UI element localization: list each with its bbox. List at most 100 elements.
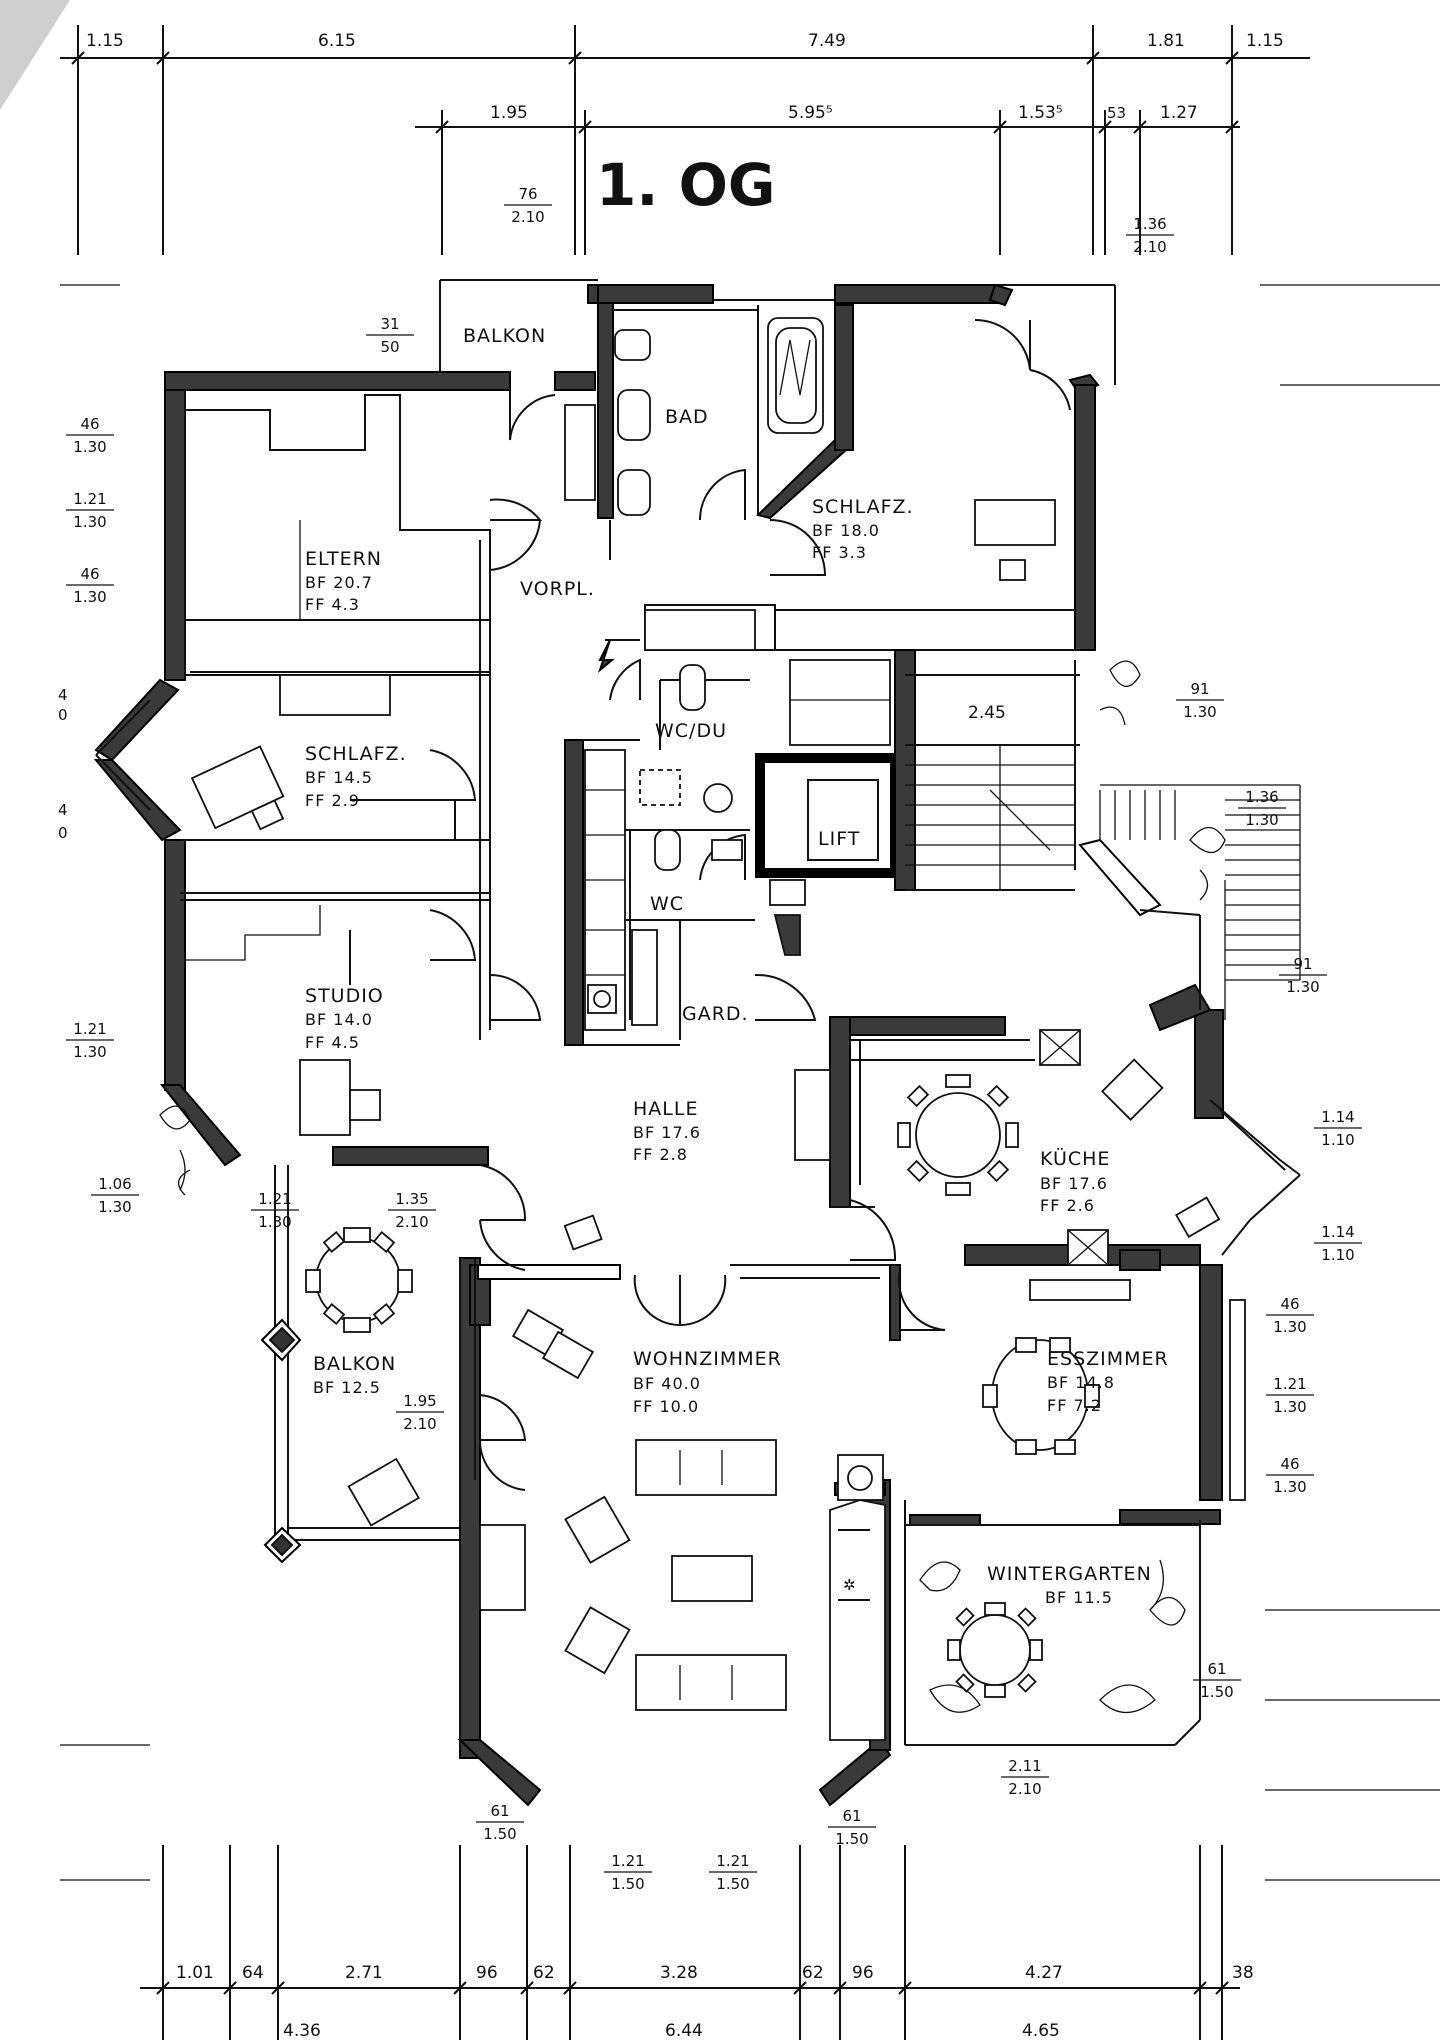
- window-label-bottom: 1.30: [1286, 978, 1319, 996]
- window-label-bottom: 1.50: [611, 1875, 644, 1893]
- window-dimension-label: 1.06 1.30: [91, 1175, 139, 1216]
- window-label-top: 1.14: [1321, 1108, 1354, 1126]
- dim-bottom-4: 96: [476, 1963, 498, 1983]
- window-label-top: 46: [1280, 1455, 1299, 1473]
- room-kueche-name: KÜCHE: [1040, 1147, 1110, 1170]
- window-label-bottom: 1.30: [73, 1043, 106, 1061]
- edge-mark: 4: [58, 686, 68, 704]
- window-label-bottom: 1.50: [1200, 1683, 1233, 1701]
- window-label-top: 1.21: [73, 1020, 106, 1038]
- window-label-bottom: 1.30: [98, 1198, 131, 1216]
- room-balkon-bf: BF 12.5: [313, 1378, 381, 1397]
- dim-bottom-5: 62: [533, 1963, 555, 1983]
- room-schlafz-w-name: SCHLAFZ.: [305, 743, 407, 765]
- room-wcdu-name: WC/DU: [655, 720, 727, 742]
- window-label-top: 1.21: [716, 1852, 749, 1870]
- room-balkon-name: BALKON: [313, 1353, 396, 1375]
- plan-title: 1. OG: [596, 151, 776, 219]
- window-label-bottom: 1.30: [73, 588, 106, 606]
- bottom-dimension-lines: 1.01 64 2.71 96 62 3.28 62 96 4.27 38 4.…: [60, 1609, 1440, 2041]
- dim-top-1: 1.15: [86, 31, 124, 51]
- window-label-top: 1.21: [1273, 1375, 1306, 1393]
- window-dimension-label: 1.211.30: [251, 1190, 299, 1231]
- window-dimension-label: 1.21 1.30: [1266, 1375, 1314, 1416]
- edge-mark: 0: [58, 706, 68, 724]
- room-schlafz-w-ff: FF 2.9: [305, 791, 360, 810]
- dim-bottom-outer-3: 4.65: [1022, 2021, 1060, 2041]
- dim-top-inner-2: 5.95⁵: [788, 103, 833, 123]
- window-label-bottom: 1.30: [1273, 1478, 1306, 1496]
- window-label-bottom: 1.50: [835, 1830, 868, 1848]
- window-label-bottom: 2.10: [511, 208, 544, 226]
- window-label-top: 31: [380, 315, 399, 333]
- window-dimension-label: 1.211.50: [604, 1852, 652, 1893]
- window-label-top: 46: [80, 565, 99, 583]
- window-dimension-label: 911.30: [1279, 955, 1327, 996]
- window-dimension-label: 1.362.10: [1126, 215, 1174, 256]
- window-label-top: 1.95: [403, 1392, 436, 1410]
- dim-bottom-outer-2: 6.44: [665, 2021, 703, 2041]
- window-dimension-label: 911.30: [1176, 680, 1224, 721]
- window-label-bottom: 1.30: [73, 438, 106, 456]
- room-balkon-top-name: BALKON: [463, 325, 546, 347]
- window-label-bottom: 1.30: [1245, 811, 1278, 829]
- window-label-top: 61: [490, 1802, 509, 1820]
- window-label-top: 91: [1190, 680, 1209, 698]
- window-label-top: 1.06: [98, 1175, 131, 1193]
- dim-top-2: 6.15: [318, 31, 356, 51]
- room-wohnzimmer-ff: FF 10.0: [633, 1397, 699, 1416]
- room-wintergarten-bf: BF 11.5: [1045, 1588, 1113, 1607]
- dim-top-3: 7.49: [808, 31, 846, 51]
- interior-walls: [95, 279, 1301, 1750]
- window-dimension-label: 461.30: [66, 415, 114, 456]
- window-label-bottom: 1.50: [716, 1875, 749, 1893]
- window-dimension-label: 1.952.10: [396, 1392, 444, 1433]
- dim-bottom-10: 38: [1232, 1963, 1254, 1983]
- room-halle-ff: FF 2.8: [633, 1145, 688, 1164]
- room-eltern-name: ELTERN: [305, 548, 382, 570]
- dim-bottom-6: 3.28: [660, 1963, 698, 1983]
- room-bad-name: BAD: [665, 406, 709, 428]
- room-gard-name: GARD.: [682, 1003, 749, 1025]
- room-studio-name: STUDIO: [305, 985, 384, 1007]
- window-label-bottom: 1.50: [483, 1825, 516, 1843]
- furniture: ✲: [159, 317, 1246, 1741]
- window-label-bottom: 1.30: [73, 513, 106, 531]
- window-label-top: 76: [518, 185, 537, 203]
- room-studio-bf: BF 14.0: [305, 1010, 373, 1029]
- window-dimension-label: 461.30: [1266, 1455, 1314, 1496]
- edge-mark: 4: [58, 801, 68, 819]
- window-label-bottom: 1.30: [1273, 1398, 1306, 1416]
- window-label-top: 1.35: [395, 1190, 428, 1208]
- room-wohnzimmer-name: WOHNZIMMER: [633, 1348, 782, 1370]
- room-kueche-ff: FF 2.6: [1040, 1196, 1095, 1215]
- window-dimension-label: 611.50: [1193, 1660, 1241, 1701]
- window-label-bottom: 2.10: [395, 1213, 428, 1231]
- window-dimension-label: 1.35 2.10: [388, 1190, 436, 1231]
- window-dimension-label: 2.112.10: [1001, 1757, 1049, 1798]
- room-eltern-bf: BF 20.7: [305, 573, 373, 592]
- dim-top-inner-4: 53: [1107, 104, 1126, 122]
- window-label-bottom: 1.30: [1273, 1318, 1306, 1336]
- top-dimension-lines: 1.15 6.15 7.49 1.81 1.15 1.95 5.95⁵ 1.53…: [60, 25, 1440, 386]
- dim-top-inner-5: 1.27: [1160, 103, 1198, 123]
- window-dimension-label: 611.50: [476, 1802, 524, 1843]
- fireplace-symbol: ✲: [843, 1576, 856, 1594]
- room-esszimmer-name: ESSZIMMER: [1047, 1348, 1169, 1370]
- window-label-bottom: 50: [380, 338, 399, 356]
- room-schlafz-ne-ff: FF 3.3: [812, 543, 867, 562]
- window-dimension-label: 611.50: [828, 1807, 876, 1848]
- window-label-top: 61: [842, 1807, 861, 1825]
- window-dimension-label: 1.141.10: [1314, 1223, 1362, 1264]
- room-esszimmer-bf: BF 14.8: [1047, 1373, 1115, 1392]
- room-halle-bf: BF 17.6: [633, 1123, 701, 1142]
- window-label-top: 61: [1207, 1660, 1226, 1678]
- dim-bottom-8: 96: [852, 1963, 874, 1983]
- dim-top-inner-3: 1.53⁵: [1018, 103, 1063, 123]
- room-vorpl-name: VORPL.: [520, 578, 595, 600]
- window-label-bottom: 1.10: [1321, 1131, 1354, 1149]
- room-wintergarten-name: WINTERGARTEN: [987, 1563, 1152, 1585]
